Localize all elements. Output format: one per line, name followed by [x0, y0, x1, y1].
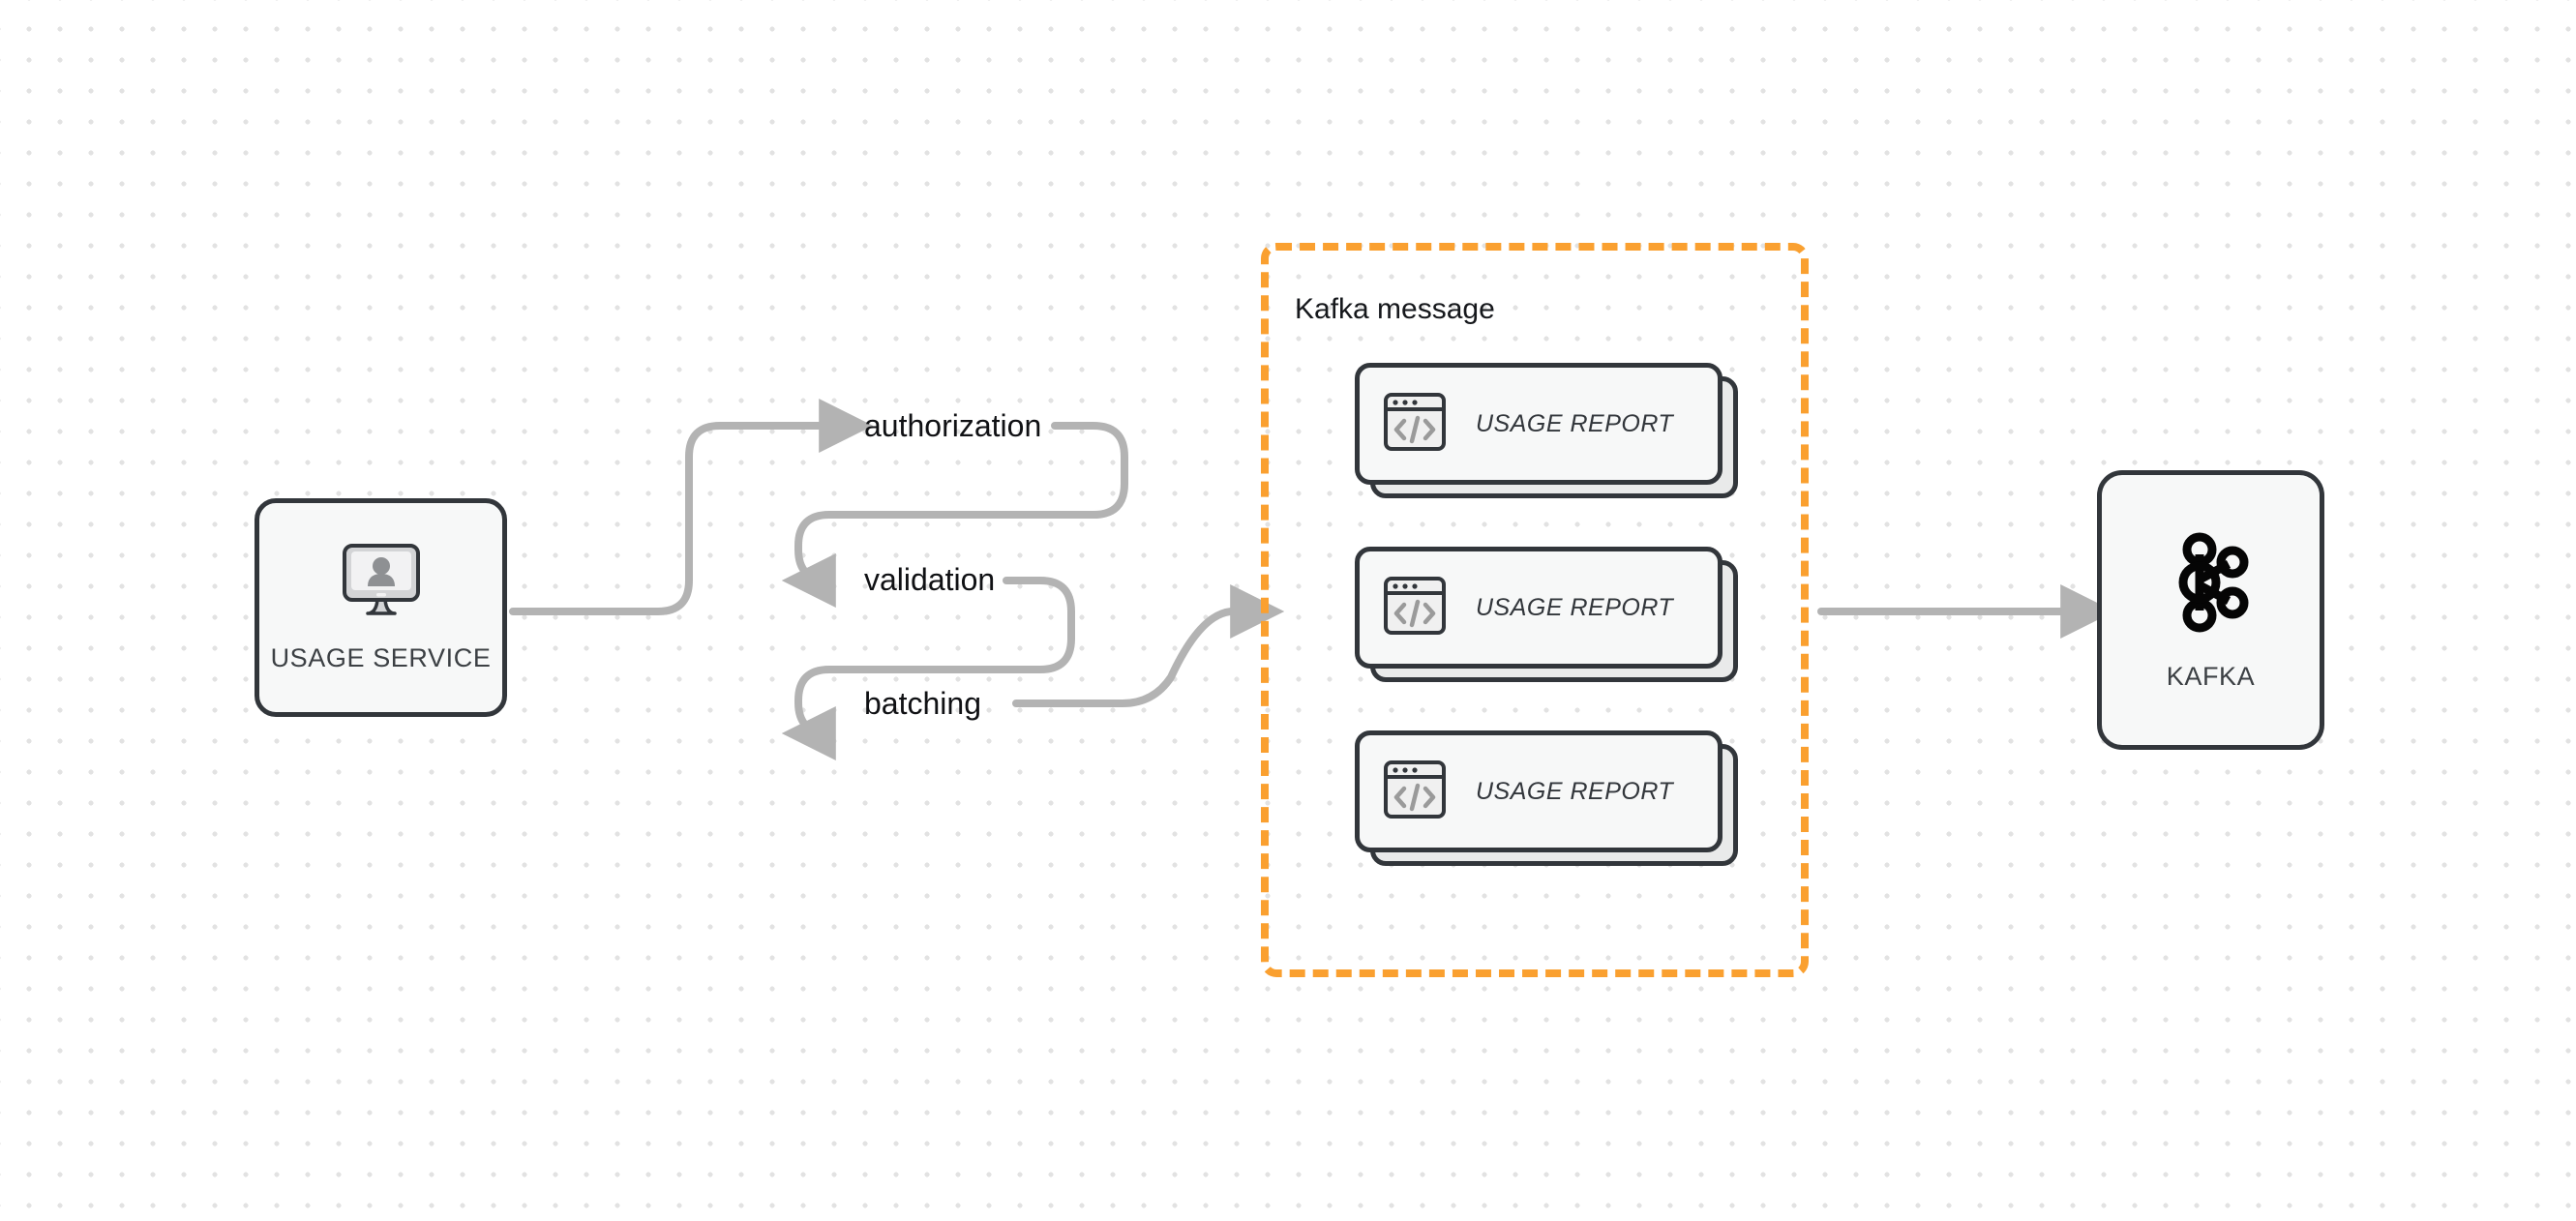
node-kafka[interactable]: KAFKA [2097, 470, 2324, 750]
kafka-message-title: Kafka message [1295, 293, 1495, 325]
usage-report-card-label: USAGE REPORT [1476, 409, 1674, 437]
card-face: USAGE REPORT [1355, 547, 1722, 669]
stage-label-authorization[interactable]: authorization [864, 408, 1042, 443]
edge-batching-to-kafka-message [1012, 584, 1285, 707]
code-window-icon [1383, 576, 1447, 640]
code-window-icon [1383, 392, 1447, 457]
kafka-logo-icon [2165, 529, 2258, 640]
usage-report-card-label: USAGE REPORT [1476, 777, 1674, 805]
usage-report-card[interactable]: USAGE REPORT [1355, 363, 1738, 498]
edge-usage-service-to-authorization [509, 399, 874, 615]
card-face: USAGE REPORT [1355, 730, 1722, 852]
node-kafka-label: KAFKA [2166, 661, 2256, 691]
edge-authorization-to-validation [781, 422, 1128, 608]
node-usage-service-label: USAGE SERVICE [270, 643, 492, 672]
stage-label-batching[interactable]: batching [864, 686, 981, 721]
stage-label-validation[interactable]: validation [864, 562, 996, 597]
usage-report-card[interactable]: USAGE REPORT [1355, 547, 1738, 682]
monitor-user-icon [339, 542, 424, 626]
usage-report-card-label: USAGE REPORT [1476, 593, 1674, 621]
code-window-icon [1383, 759, 1447, 824]
usage-report-card[interactable]: USAGE REPORT [1355, 730, 1738, 866]
kafka-message-group[interactable] [1261, 243, 1809, 977]
card-face: USAGE REPORT [1355, 363, 1722, 485]
node-usage-service[interactable]: USAGE SERVICE [255, 498, 507, 717]
